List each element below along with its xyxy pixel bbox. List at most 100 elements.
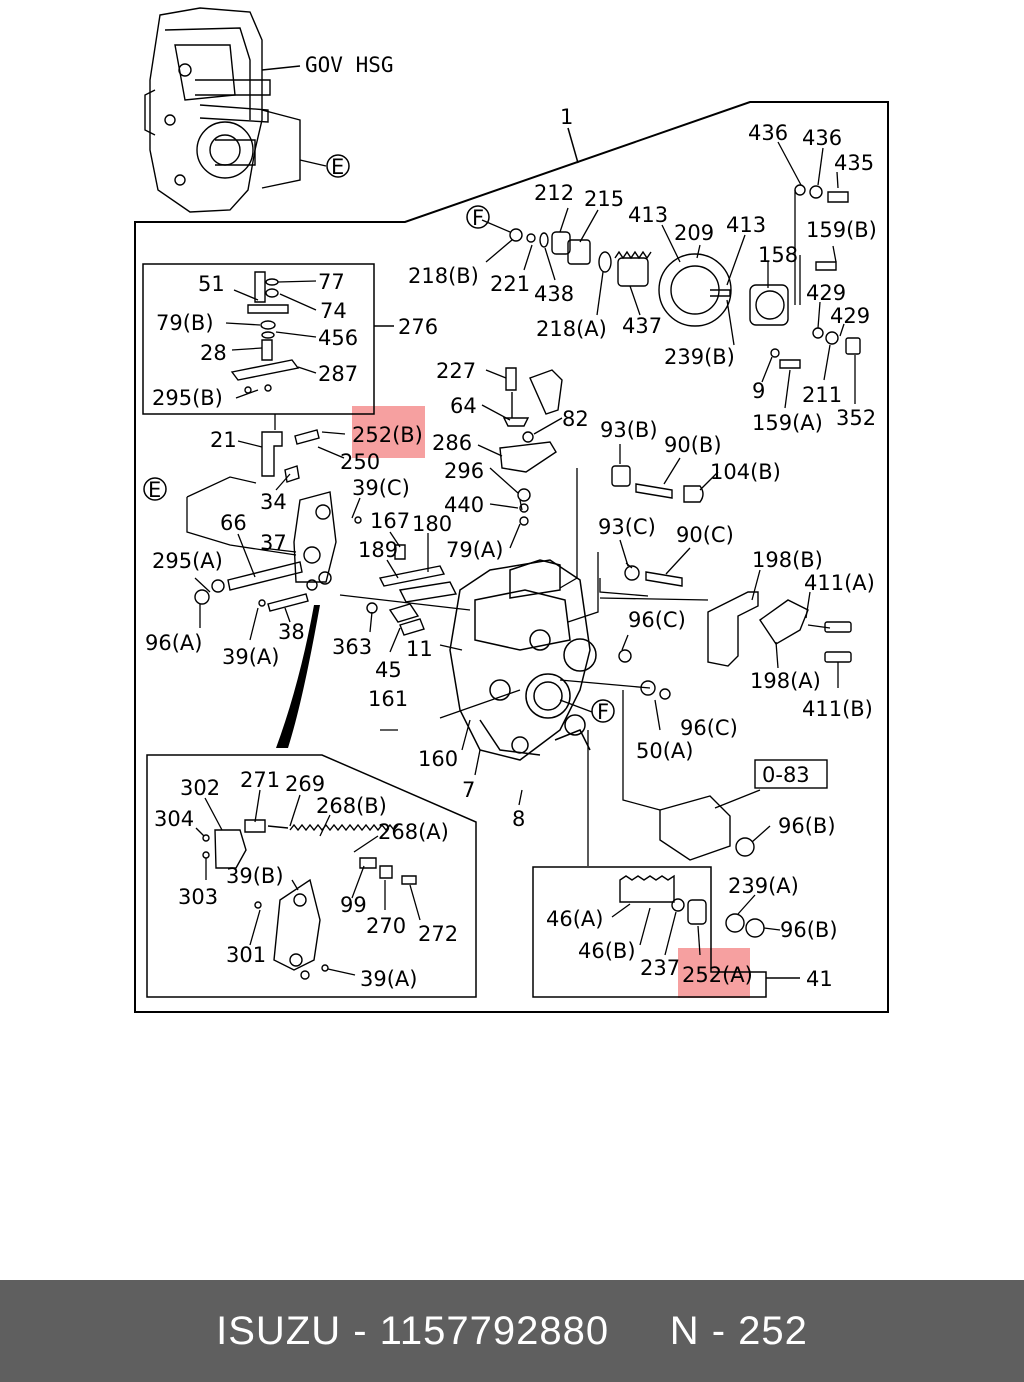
- label-212: 212: [534, 181, 574, 205]
- circle-e-mid-letter: E: [148, 478, 161, 502]
- cap-bracket-parts: [499, 367, 563, 526]
- linkage-leaders: [186, 431, 523, 653]
- label-268a: 268(A): [378, 820, 449, 844]
- circle-e-top-letter: E: [331, 155, 344, 179]
- label-429b: 429: [830, 304, 870, 328]
- label-96a: 96(A): [145, 631, 202, 655]
- right-side-parts: [611, 465, 852, 861]
- label-218b: 218(B): [408, 264, 479, 288]
- label-218a: 218(A): [536, 317, 607, 341]
- label-363: 363: [332, 635, 372, 659]
- label-159b: 159(B): [806, 218, 877, 242]
- label-198a: 198(A): [750, 669, 821, 693]
- label-74: 74: [320, 299, 347, 323]
- label-50a: 50(A): [636, 739, 693, 763]
- label-38: 38: [278, 620, 305, 644]
- label-239a: 239(A): [728, 874, 799, 898]
- pump-leaders: [380, 468, 709, 866]
- label-301: 301: [226, 943, 266, 967]
- label-93c: 93(C): [598, 515, 656, 539]
- boxed-ref-label: 0-83: [762, 763, 810, 787]
- label-82: 82: [562, 407, 589, 431]
- label-436a: 436: [748, 121, 788, 145]
- label-221: 221: [490, 272, 530, 296]
- lever-276-parts: [230, 271, 300, 394]
- label-39c: 39(C): [352, 476, 410, 500]
- label-303: 303: [178, 885, 218, 909]
- label-286: 286: [432, 431, 472, 455]
- label-21: 21: [210, 428, 237, 452]
- circle-e-top: [326, 154, 350, 178]
- label-9: 9: [752, 379, 765, 403]
- swoosh-arrow: [276, 605, 320, 748]
- label-28: 28: [200, 341, 227, 365]
- label-252b: 252(B): [352, 423, 423, 447]
- label-189: 189: [358, 538, 398, 562]
- footer-brand: ISUZU: [216, 1308, 342, 1353]
- label-99: 99: [340, 893, 367, 917]
- shaft-parts: [509, 184, 861, 369]
- inset-41-parts: [619, 874, 765, 938]
- boxed-ref-frame: [754, 759, 828, 789]
- label-79b: 79(B): [156, 311, 214, 335]
- part-labels: 436 436 435 159(B) 158 429 429 211 352 1…: [145, 121, 877, 991]
- label-159a: 159(A): [752, 411, 823, 435]
- leader-gov-e: [261, 109, 301, 189]
- label-37: 37: [260, 531, 287, 555]
- label-64: 64: [450, 394, 477, 418]
- leader-gov: [261, 65, 301, 71]
- inset-box-41: [532, 866, 767, 998]
- footer-ref-prefix: N -: [669, 1308, 739, 1353]
- label-352: 352: [836, 406, 876, 430]
- label-237: 237: [640, 956, 680, 980]
- leader-e-top: [299, 159, 327, 167]
- label-160: 160: [418, 747, 458, 771]
- gov-hsg-label: GOV HSG: [305, 53, 394, 77]
- label-252a: 252(A): [682, 963, 753, 987]
- label-90c: 90(C): [676, 523, 734, 547]
- label-198b: 198(B): [752, 548, 823, 572]
- label-46a: 46(A): [546, 907, 603, 931]
- label-90b: 90(B): [664, 433, 722, 457]
- label-413b: 413: [726, 213, 766, 237]
- governor-parts: [202, 819, 417, 980]
- pump-body: [449, 559, 597, 761]
- label-287: 287: [318, 362, 358, 386]
- label-440: 440: [444, 493, 484, 517]
- footer-ref-number: 252: [738, 1308, 808, 1353]
- label-39a-b: 39(A): [360, 967, 417, 991]
- label-413a: 413: [628, 203, 668, 227]
- governor-leaders: [195, 789, 421, 976]
- label-272: 272: [418, 922, 458, 946]
- label-411a: 411(A): [804, 571, 875, 595]
- main-frame: [134, 101, 889, 1013]
- label-437: 437: [622, 314, 662, 338]
- label-295a: 295(A): [152, 549, 223, 573]
- label-436b: 436: [802, 126, 842, 150]
- label-96b: 96(B): [780, 918, 838, 942]
- label-438: 438: [534, 282, 574, 306]
- label-77: 77: [318, 270, 345, 294]
- label-66: 66: [220, 511, 247, 535]
- label-456: 456: [318, 326, 358, 350]
- circle-f-top: [466, 205, 490, 229]
- label-45: 45: [375, 658, 402, 682]
- label-39a: 39(A): [222, 645, 279, 669]
- shaft-leaders: [481, 141, 856, 409]
- circle-f-mid-letter: F: [597, 700, 609, 724]
- label-429a: 429: [806, 281, 846, 305]
- label-46b: 46(B): [578, 939, 636, 963]
- footer-gap: [609, 1309, 670, 1354]
- label-104b: 104(B): [710, 460, 781, 484]
- label-215: 215: [584, 187, 624, 211]
- inset-41-leaders: [611, 894, 781, 956]
- label-239b: 239(B): [664, 345, 735, 369]
- label-41: 41: [806, 967, 833, 991]
- label-211: 211: [802, 383, 842, 407]
- label-96c: 96(C): [680, 716, 738, 740]
- label-8: 8: [512, 807, 525, 831]
- label-93b: 93(B): [600, 418, 658, 442]
- circle-f-mid: [591, 699, 615, 723]
- label-11: 11: [406, 637, 433, 661]
- label-271: 271: [240, 768, 280, 792]
